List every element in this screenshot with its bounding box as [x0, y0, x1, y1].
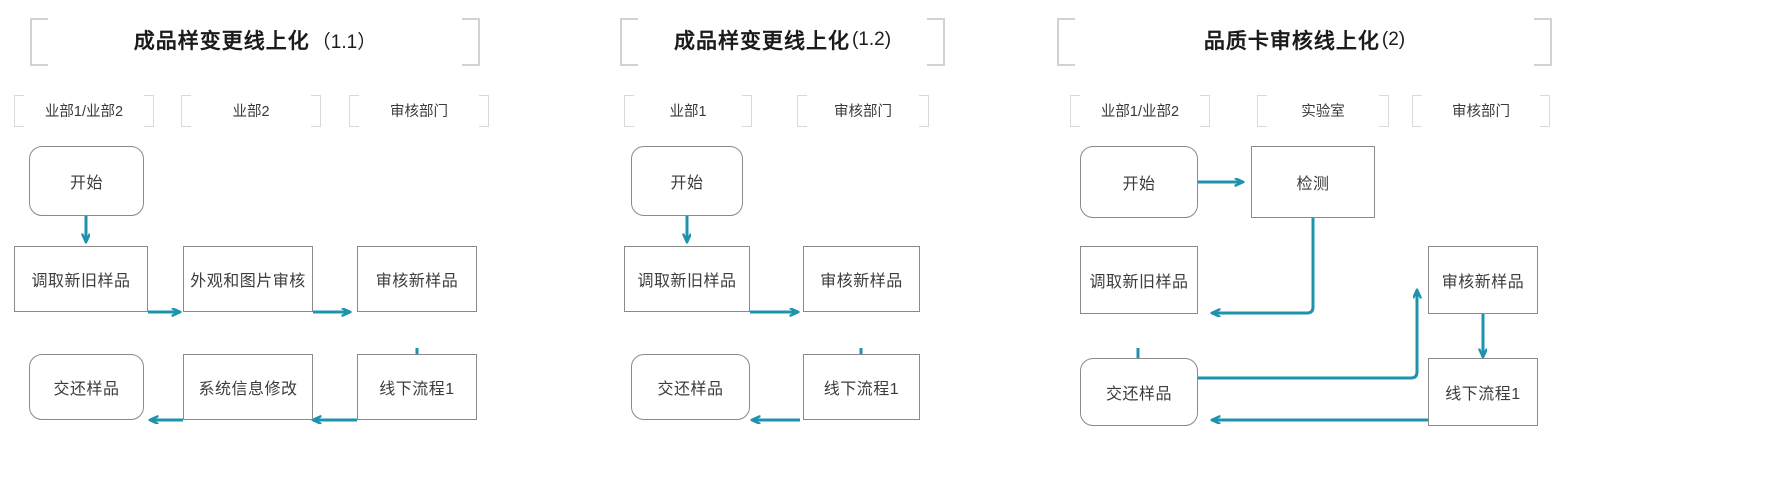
node-p3-start[interactable]: 开始 [1080, 146, 1198, 218]
node-p1-review[interactable]: 审核新样品 [357, 246, 477, 312]
panel-1-title: 成品样变更线上化 （1.1） [30, 18, 480, 66]
lane-bracket-right [742, 95, 752, 127]
lane-bracket-right [919, 95, 929, 127]
edge-p3-test-fetch [1212, 217, 1315, 313]
node-label: 交还样品 [657, 381, 724, 398]
title-bracket-left [620, 18, 638, 66]
lane-bracket-right [1379, 95, 1389, 127]
lane-bracket-left [624, 95, 634, 127]
node-label: 线下流程1 [1445, 386, 1521, 403]
panel-2-title-text: 成品样变更线上化 [673, 30, 850, 53]
node-label: 审核新样品 [375, 273, 459, 290]
node-label: 调取新旧样品 [1089, 274, 1189, 291]
node-p1-offline[interactable]: 线下流程1 [357, 354, 477, 420]
panel-2-title-number: (1.2) [851, 29, 892, 50]
lane-header-p3-1: 实验室 [1257, 95, 1389, 127]
lane-header-p2-1: 审核部门 [797, 95, 929, 127]
lane-bracket-right [1540, 95, 1550, 127]
lane-header-p1-2: 审核部门 [349, 95, 489, 127]
lane-header-p3-2: 审核部门 [1412, 95, 1550, 127]
panel-3-title-text: 品质卡审核线上化 [1203, 30, 1380, 53]
node-p3-fetch[interactable]: 调取新旧样品 [1080, 246, 1198, 314]
title-bracket-right [462, 18, 480, 66]
node-label: 开始 [670, 175, 704, 192]
node-label: 交还样品 [53, 381, 120, 398]
node-p1-appear[interactable]: 外观和图片审核 [183, 246, 313, 312]
lane-bracket-left [797, 95, 807, 127]
lane-bracket-left [1412, 95, 1422, 127]
lane-label: 审核部门 [390, 103, 448, 120]
title-bracket-left [1057, 18, 1075, 66]
lane-bracket-right [311, 95, 321, 127]
panel-3-title: 品质卡审核线上化 (2) [1057, 18, 1552, 66]
lane-label: 业部2 [232, 103, 270, 120]
lane-header-p1-0: 业部1/业部2 [14, 95, 154, 127]
node-p2-offline[interactable]: 线下流程1 [803, 354, 920, 420]
lane-bracket-left [1070, 95, 1080, 127]
node-label: 线下流程1 [379, 381, 455, 398]
node-label: 调取新旧样品 [31, 273, 131, 290]
node-label: 审核新样品 [1441, 274, 1525, 291]
lane-bracket-left [181, 95, 191, 127]
node-p3-offline[interactable]: 线下流程1 [1428, 358, 1538, 426]
node-p1-sysmod[interactable]: 系统信息修改 [183, 354, 313, 420]
lane-header-p3-0: 业部1/业部2 [1070, 95, 1210, 127]
lane-label: 审核部门 [834, 103, 892, 120]
lane-label: 实验室 [1301, 103, 1345, 120]
lane-bracket-left [1257, 95, 1267, 127]
panel-1-title-text: 成品样变更线上化 [133, 30, 310, 53]
node-p1-return[interactable]: 交还样品 [29, 354, 144, 420]
lane-label: 业部1/业部2 [1100, 103, 1180, 120]
lane-label: 审核部门 [1452, 103, 1510, 120]
node-label: 审核新样品 [820, 273, 903, 290]
lane-header-p2-0: 业部1 [624, 95, 752, 127]
title-bracket-left [30, 18, 48, 66]
node-label: 线下流程1 [823, 381, 900, 398]
node-label: 检测 [1296, 176, 1330, 193]
node-label: 开始 [1122, 176, 1156, 193]
node-label: 系统信息修改 [198, 381, 298, 398]
node-p3-return[interactable]: 交还样品 [1080, 358, 1198, 426]
panel-1-title-number: （1.1） [311, 31, 377, 53]
node-p2-start[interactable]: 开始 [631, 146, 743, 216]
title-bracket-right [927, 18, 945, 66]
node-p2-review[interactable]: 审核新样品 [803, 246, 920, 312]
lane-bracket-right [1200, 95, 1210, 127]
node-p1-fetch[interactable]: 调取新旧样品 [14, 246, 148, 312]
lane-header-p1-1: 业部2 [181, 95, 321, 127]
lane-bracket-left [349, 95, 359, 127]
lane-label: 业部1/业部2 [44, 103, 124, 120]
lane-label: 业部1 [669, 103, 707, 120]
lane-bracket-right [479, 95, 489, 127]
node-p2-fetch[interactable]: 调取新旧样品 [624, 246, 750, 312]
node-p2-return[interactable]: 交还样品 [631, 354, 750, 420]
node-p3-review[interactable]: 审核新样品 [1428, 246, 1538, 314]
node-label: 外观和图片审核 [190, 273, 306, 290]
lane-bracket-left [14, 95, 24, 127]
node-label: 调取新旧样品 [637, 273, 737, 290]
lane-bracket-right [144, 95, 154, 127]
panel-3-title-number: (2) [1381, 29, 1406, 50]
node-p1-start[interactable]: 开始 [29, 146, 144, 216]
node-label: 交还样品 [1105, 386, 1172, 403]
title-bracket-right [1534, 18, 1552, 66]
node-p3-test[interactable]: 检测 [1251, 146, 1375, 218]
node-label: 开始 [69, 175, 103, 192]
panel-2-title: 成品样变更线上化 (1.2) [620, 18, 945, 66]
